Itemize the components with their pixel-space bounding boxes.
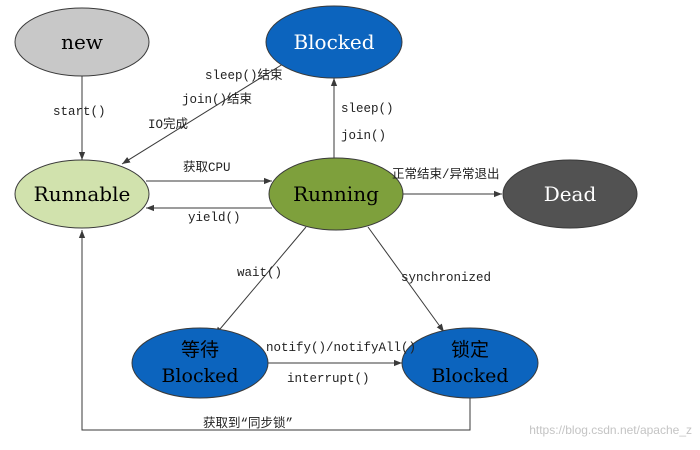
label-start: start() — [53, 105, 106, 119]
label-exit: 正常结束/异常退出 — [392, 167, 500, 182]
label-yield: yield() — [188, 211, 241, 225]
state-dead: Dead — [502, 159, 638, 229]
state-running: Running — [268, 157, 404, 231]
state-lock-blocked: 锁定 Blocked — [401, 327, 539, 399]
label-sleep-end: sleep()结束 — [205, 68, 283, 83]
edge-blocked-to-runnable — [121, 63, 284, 165]
label-synchronized: synchronized — [401, 271, 491, 285]
state-dead-label: Dead — [544, 182, 597, 206]
state-runnable-shape — [14, 159, 150, 229]
state-blocked-shape — [265, 5, 403, 79]
state-lock-label-line1: 锁定 — [451, 339, 489, 361]
label-notify: notify()/notifyAll() — [266, 341, 416, 355]
edge-running-to-lock — [367, 226, 445, 333]
label-sleep: sleep() — [341, 102, 394, 116]
state-new-label: new — [61, 30, 103, 54]
state-waiting-shape — [131, 327, 269, 399]
watermark-text: https://blog.csdn.net/apache_z — [529, 423, 692, 437]
label-get-lock: 获取到“同步锁” — [203, 415, 293, 431]
label-io-done: IO完成 — [148, 116, 188, 132]
state-runnable-label: Runnable — [34, 182, 131, 206]
state-dead-shape — [502, 159, 638, 229]
label-wait: wait() — [237, 266, 282, 280]
state-blocked: Blocked — [265, 5, 403, 79]
label-join-end: join()结束 — [182, 92, 253, 107]
state-running-label: Running — [293, 182, 379, 206]
state-new-shape — [14, 7, 150, 77]
label-get-cpu: 获取CPU — [183, 160, 231, 175]
state-lock-label-line2: Blocked — [431, 365, 508, 387]
state-waiting-label-line2: Blocked — [161, 365, 238, 387]
edge-lock-to-runnable — [78, 230, 471, 431]
label-interrupt: interrupt() — [287, 372, 370, 386]
edge-running-to-waiting — [214, 226, 307, 336]
state-blocked-label: Blocked — [293, 30, 374, 54]
state-running-shape — [268, 157, 404, 231]
state-waiting-blocked: 等待 Blocked — [131, 327, 269, 399]
state-waiting-label-line1: 等待 — [181, 339, 219, 361]
state-runnable: Runnable — [14, 159, 150, 229]
label-join: join() — [341, 129, 386, 143]
state-lock-shape — [401, 327, 539, 399]
state-new: new — [14, 7, 150, 77]
